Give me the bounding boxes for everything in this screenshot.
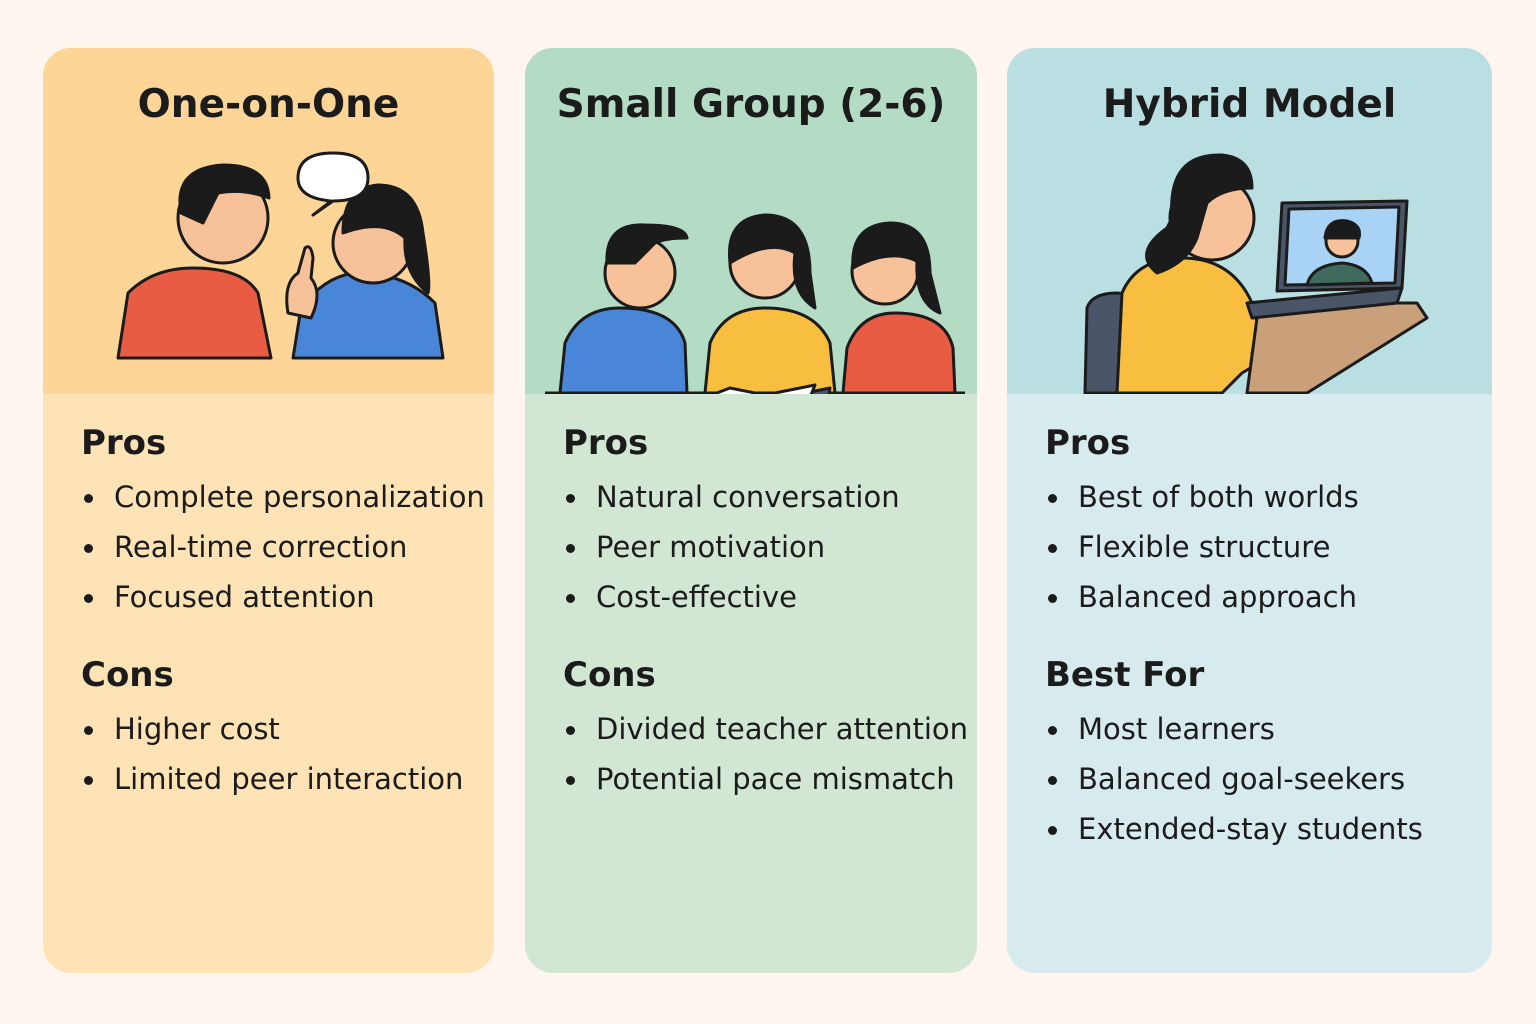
card-body: Pros Complete personalization Real-time … bbox=[81, 418, 485, 832]
list-item: Best of both worlds bbox=[1045, 472, 1482, 522]
list-item: Focused attention bbox=[81, 572, 484, 622]
list-item: Balanced goal-seekers bbox=[1045, 754, 1482, 804]
list-item: Extended-stay students bbox=[1045, 804, 1482, 854]
pros-heading: Pros bbox=[1045, 423, 1131, 463]
cons-heading: Cons bbox=[563, 655, 656, 695]
card-title: Small Group (2-6) bbox=[556, 82, 946, 127]
cons-list: Divided teacher attention Potential pace… bbox=[563, 704, 968, 804]
card-small-group: Small Group (2-6) Pros Natural conversat… bbox=[525, 48, 977, 973]
list-item: Complete personalization bbox=[81, 472, 485, 522]
card-title: Hybrid Model bbox=[1102, 82, 1397, 127]
list-item: Potential pace mismatch bbox=[563, 754, 967, 804]
small-group-illustration bbox=[545, 213, 965, 394]
card-body: Pros Best of both worlds Flexible struct… bbox=[1045, 418, 1482, 882]
hybrid-video-call-illustration bbox=[1083, 153, 1429, 394]
card-body: Pros Natural conversation Peer motivatio… bbox=[563, 418, 968, 832]
pros-list: Best of both worlds Flexible structure B… bbox=[1045, 472, 1482, 622]
card-header: Hybrid Model bbox=[1007, 48, 1492, 394]
card-header: Small Group (2-6) bbox=[525, 48, 977, 394]
list-item: Flexible structure bbox=[1045, 522, 1482, 572]
best-for-list: Most learners Balanced goal-seekers Exte… bbox=[1045, 704, 1482, 854]
list-item: Higher cost bbox=[81, 704, 484, 754]
cons-list: Higher cost Limited peer interaction bbox=[81, 704, 484, 804]
list-item: Real-time correction bbox=[81, 522, 484, 572]
list-item: Cost-effective bbox=[563, 572, 967, 622]
card-hybrid-model: Hybrid Model Pros Best of both worlds Fl… bbox=[1007, 48, 1492, 973]
list-item: Most learners bbox=[1045, 704, 1482, 754]
card-one-on-one: One-on-One Pros Complete personalization… bbox=[43, 48, 494, 973]
pros-list: Complete personalization Real-time corre… bbox=[81, 472, 485, 622]
list-item: Peer motivation bbox=[563, 522, 967, 572]
best-for-heading: Best For bbox=[1045, 655, 1205, 695]
pros-list: Natural conversation Peer motivation Cos… bbox=[563, 472, 967, 622]
pros-heading: Pros bbox=[81, 423, 167, 463]
card-title: One-on-One bbox=[137, 82, 400, 127]
pros-heading: Pros bbox=[563, 423, 649, 463]
list-item: Limited peer interaction bbox=[81, 754, 484, 804]
list-item: Natural conversation bbox=[563, 472, 967, 522]
card-header: One-on-One bbox=[43, 48, 494, 394]
list-item: Divided teacher attention bbox=[563, 704, 968, 754]
list-item: Balanced approach bbox=[1045, 572, 1482, 622]
cons-heading: Cons bbox=[81, 655, 174, 695]
tutor-student-illustration bbox=[116, 151, 445, 360]
